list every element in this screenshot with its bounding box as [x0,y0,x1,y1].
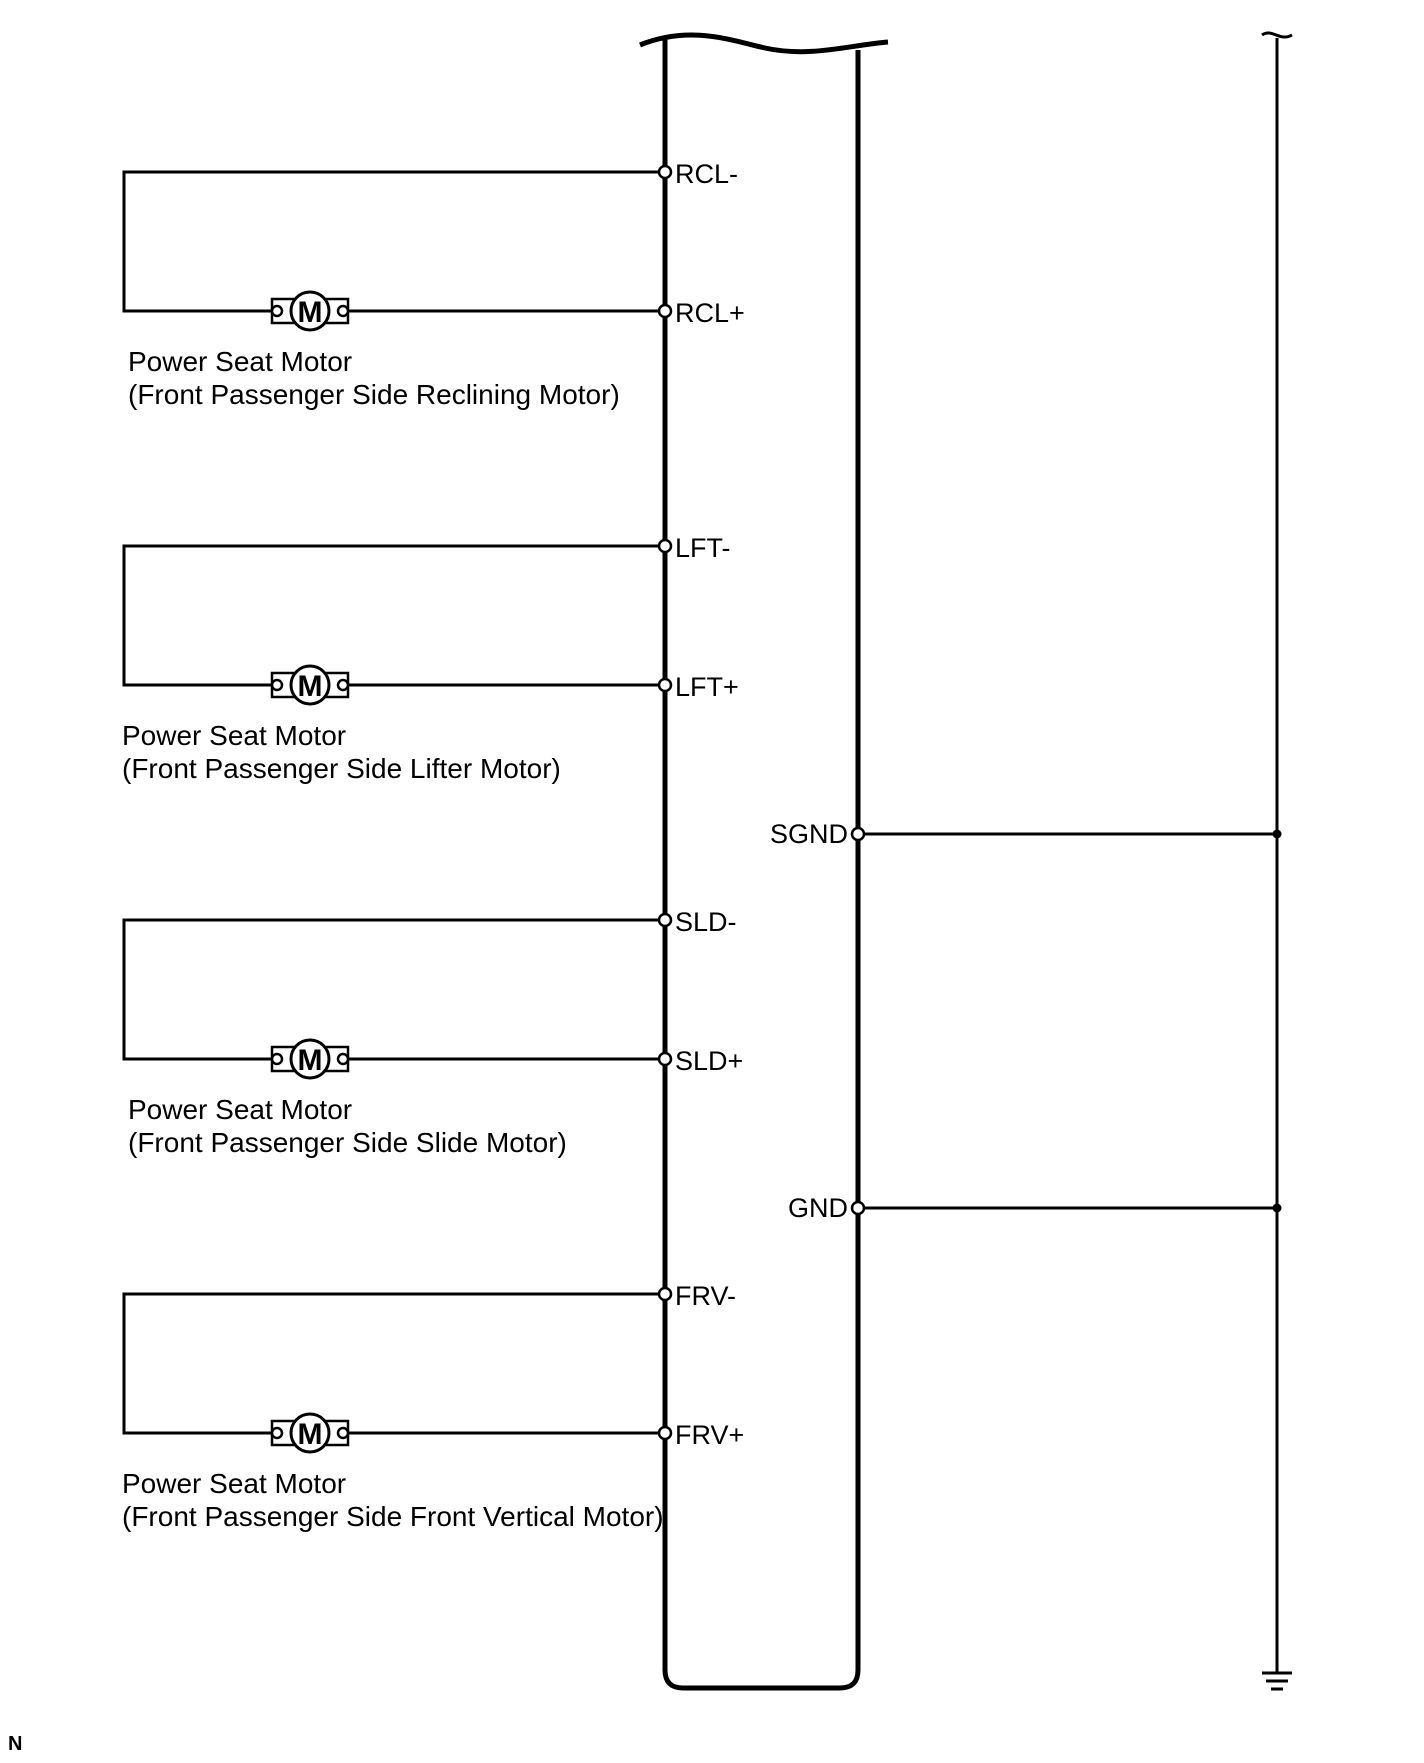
motor-name: Power Seat Motor [128,1094,352,1125]
corner-mark: N [8,1733,22,1755]
motor-symbol-label: M [298,1044,323,1077]
terminal-plus [657,677,673,693]
ground-bus [1261,31,1293,1691]
pin-label-sgnd: SGND [770,819,848,849]
pin-label-minus: FRV- [675,1281,736,1311]
terminal-minus [657,164,673,180]
pin-label-plus: LFT+ [675,672,739,702]
motor-circuit-reclining: M RCL- RCL+ Power Seat Motor(Front Passenge… [122,159,745,410]
terminal-minus [657,912,673,928]
motor-circuit-front-vertical: M FRV- FRV+ Power Seat Motor(Front Passenge… [122,1281,744,1532]
motor-symbol-label: M [298,670,323,703]
motor-symbol-label: M [298,1418,323,1451]
motor-symbol-label: M [298,296,323,329]
motor-icon: M [270,1038,350,1080]
motor-icon: M [270,664,350,706]
motor-name: Power Seat Motor [128,346,352,377]
sgnd-connection: SGND [770,819,1282,849]
motor-description: (Front Passenger Side Slide Motor) [128,1127,567,1158]
motor-circuit-slide: M SLD- SLD+ Power Seat Motor(Front Passenge… [122,907,743,1158]
wire-loop [122,170,665,313]
pin-label-plus: FRV+ [675,1420,744,1450]
motor-icon: M [270,290,350,332]
pin-label-minus: LFT- [675,533,731,563]
ground-icon [1262,1671,1292,1691]
motor-name: Power Seat Motor [122,720,346,751]
pin-label-minus: RCL- [675,159,738,189]
wire-loop [122,544,665,687]
terminal-plus [657,1051,673,1067]
wire-loop [122,1292,665,1435]
terminal-minus [657,1286,673,1302]
connector-body [639,32,889,1691]
pin-label-plus: RCL+ [675,298,745,328]
terminal-plus [657,303,673,319]
motor-description: (Front Passenger Side Lifter Motor) [122,753,561,784]
motor-circuit-lifter: M LFT- LFT+ Power Seat Motor(Front Passenge… [122,533,739,784]
terminal-minus [657,538,673,554]
wire-loop [122,918,665,1061]
pin-label-gnd: GND [788,1193,848,1223]
motor-description: (Front Passenger Side Reclining Motor) [128,379,620,410]
gnd-connection: GND [788,1193,1282,1223]
motor-name: Power Seat Motor [122,1468,346,1499]
pin-label-plus: SLD+ [675,1046,743,1076]
motor-description: (Front Passenger Side Front Vertical Mot… [122,1501,664,1532]
terminal-plus [657,1425,673,1441]
pin-label-minus: SLD- [675,907,737,937]
motor-icon: M [270,1412,350,1454]
